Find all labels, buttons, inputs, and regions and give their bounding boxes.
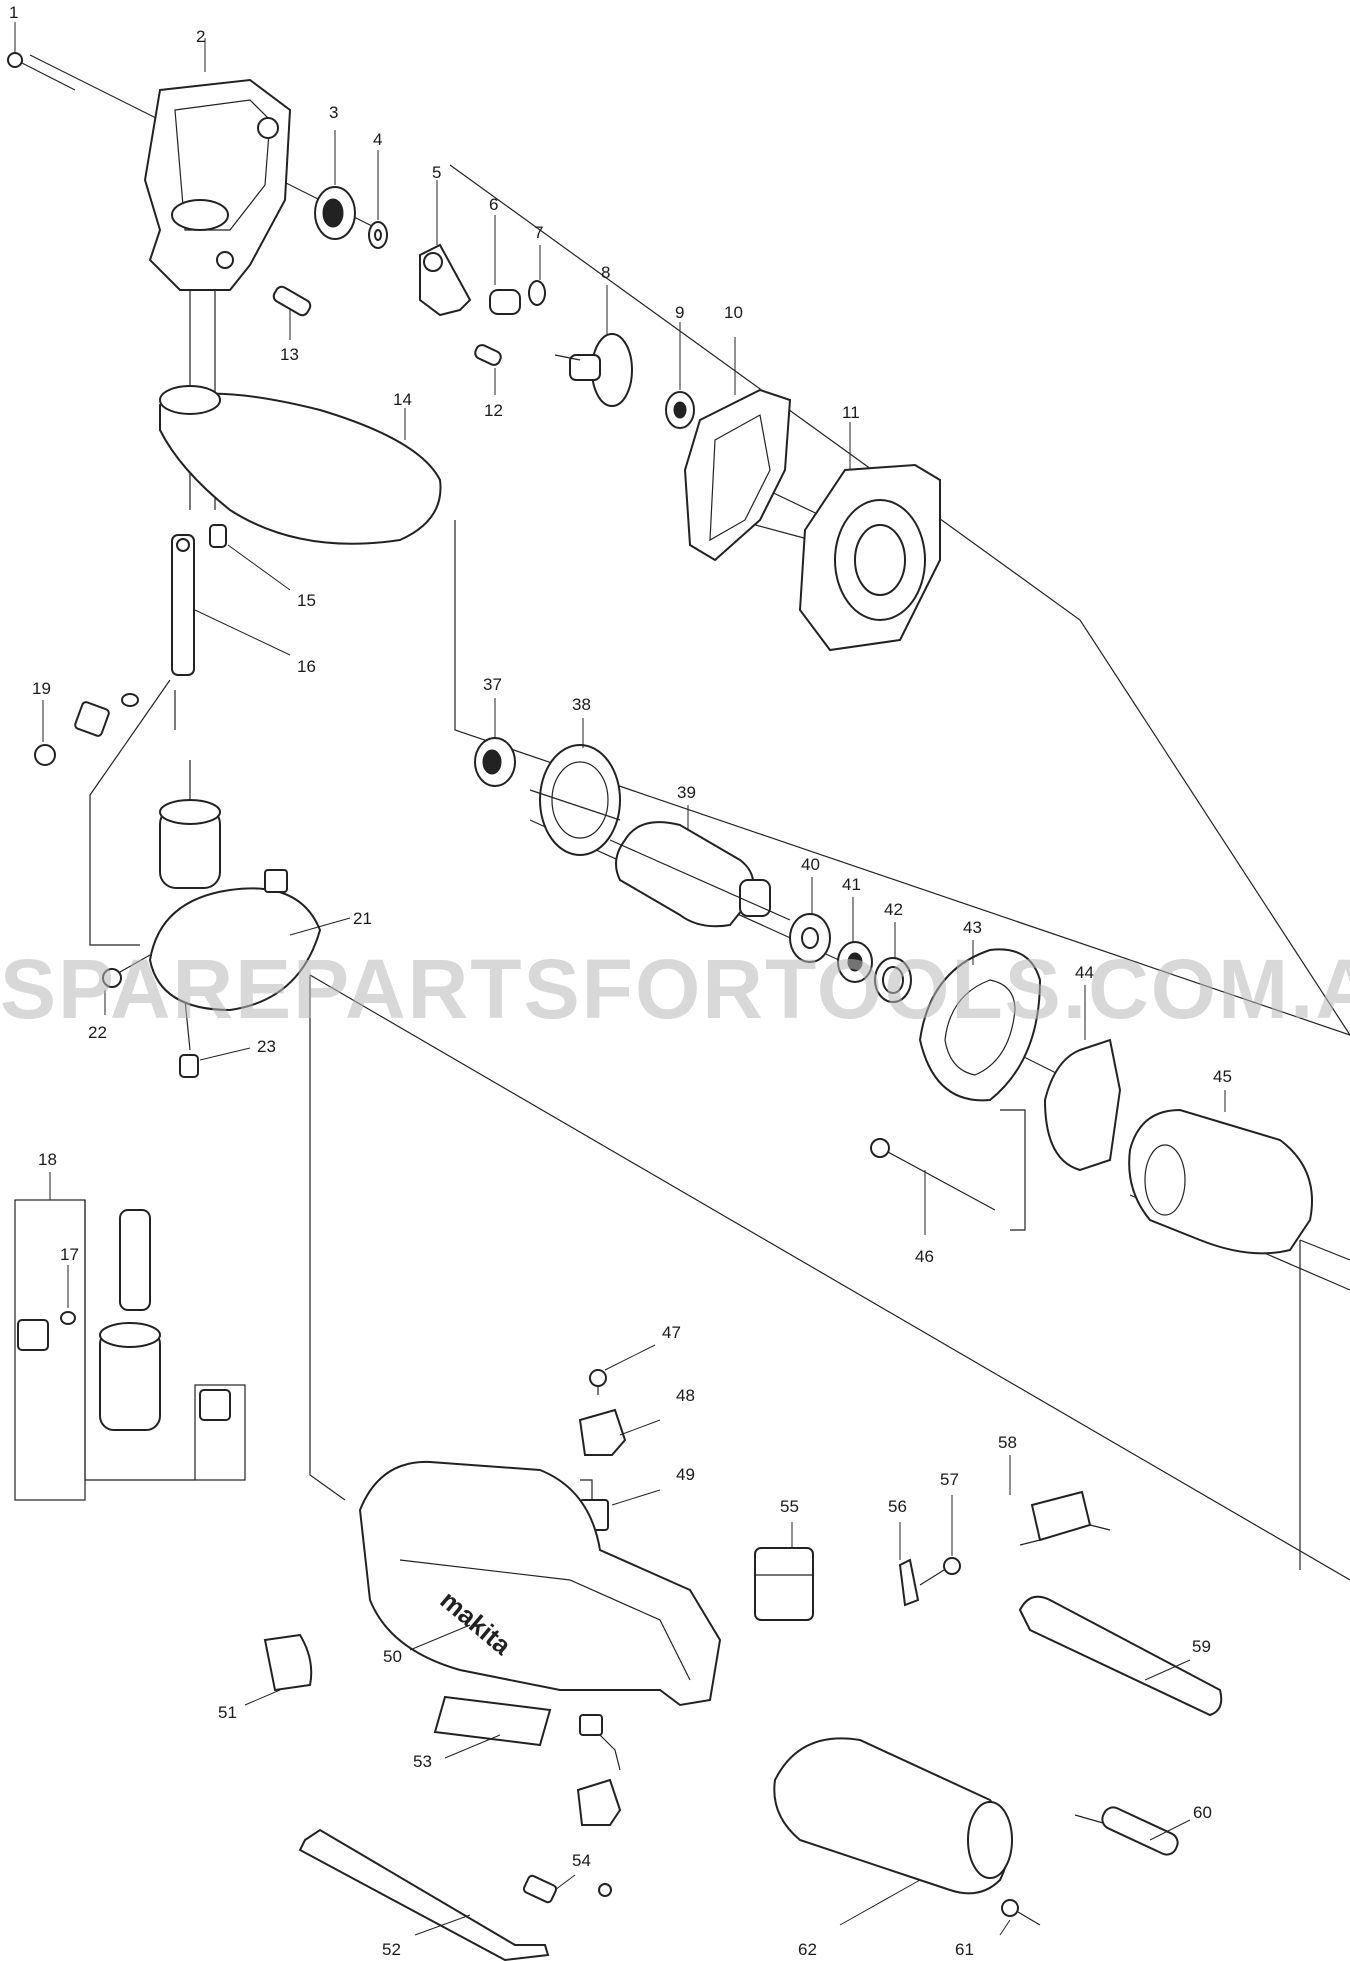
part-label-44: 44	[1075, 963, 1094, 982]
part-9-bearing	[665, 322, 695, 429]
part-label-61: 61	[955, 1940, 974, 1959]
part-label-54: 54	[572, 1851, 591, 1870]
part-48-brush-holder-cap	[578, 1408, 661, 1456]
part-label-58: 58	[998, 1433, 1017, 1452]
part-3-bearing	[314, 130, 356, 240]
part-6-needle-bearing	[489, 215, 521, 315]
part-50-motor-housing: makita	[358, 1460, 722, 1707]
part-47-screw	[589, 1344, 656, 1395]
part-51-switch-button	[244, 1633, 313, 1706]
part-label-13: 13	[280, 345, 299, 364]
part-label-40: 40	[801, 855, 820, 874]
part-label-50: 50	[383, 1647, 402, 1666]
part-label-22: 22	[88, 1023, 107, 1042]
part-61-screw	[999, 1899, 1041, 1936]
part-label-56: 56	[888, 1497, 907, 1516]
part-label-2: 2	[196, 27, 205, 46]
part-45-field-stator	[1128, 1090, 1313, 1255]
part-56-terminal	[898, 1522, 920, 1607]
part-label-53: 53	[413, 1752, 432, 1771]
part-42-insulation-washer	[874, 922, 912, 1003]
part-label-15: 15	[297, 591, 316, 610]
part-label-39: 39	[677, 783, 696, 802]
part-label-55: 55	[780, 1497, 799, 1516]
watermark: SPAREPARTSFORTOOLS.COM.AU	[0, 942, 1350, 1036]
part-41-bearing	[837, 897, 873, 983]
part-44-brush-holder	[1043, 985, 1122, 1172]
part-carbon-brush-lower	[576, 1714, 622, 1826]
part-label-1: 1	[9, 3, 18, 22]
part-label-12: 12	[484, 401, 503, 420]
part-22-screw	[102, 954, 151, 1015]
part-13-bolt	[272, 285, 312, 340]
part-59-strain-relief	[1018, 1595, 1223, 1717]
part-18-assembly-kit	[14, 1172, 246, 1501]
part-43-baffle-plate	[918, 940, 1042, 1102]
part-15-screw	[209, 524, 291, 591]
part-label-60: 60	[1193, 1803, 1212, 1822]
part-label-7: 7	[534, 223, 543, 242]
part-label-41: 41	[842, 875, 861, 894]
part-label-3: 3	[329, 103, 338, 122]
part-label-6: 6	[489, 195, 498, 214]
part-2-gear-housing	[143, 38, 292, 291]
part-7-washer	[528, 245, 546, 306]
part-60-cord-guard	[1074, 1806, 1191, 1856]
part-38-gear	[529, 718, 621, 856]
part-19-screw-nut	[34, 693, 139, 766]
part-16-shaft	[171, 534, 291, 676]
part-label-5: 5	[432, 163, 441, 182]
part-label-8: 8	[601, 263, 610, 282]
part-label-57: 57	[940, 1470, 959, 1489]
part-55-switch	[754, 1522, 814, 1621]
part-4-washer	[368, 150, 388, 249]
part-label-16: 16	[297, 657, 316, 676]
part-23-set-screw	[179, 1047, 251, 1078]
part-58-noise-suppressor	[1009, 1455, 1111, 1546]
part-label-59: 59	[1192, 1637, 1211, 1656]
part-label-51: 51	[218, 1703, 237, 1722]
part-label-23: 23	[257, 1037, 276, 1056]
part-52-switch-lever	[298, 1828, 550, 1961]
part-label-14: 14	[393, 390, 412, 409]
part-53-label-plate	[433, 1695, 552, 1759]
part-40-bearing	[789, 877, 831, 963]
part-10-gasket	[683, 337, 792, 562]
part-label-21: 21	[353, 909, 372, 928]
part-21-blade-holder	[148, 799, 351, 1012]
part-label-18: 18	[38, 1150, 57, 1169]
part-62-rear-cover	[773, 1737, 1013, 1926]
part-label-19: 19	[32, 679, 51, 698]
part-label-48: 48	[676, 1386, 695, 1405]
part-12-pin	[474, 344, 502, 395]
part-label-62: 62	[798, 1940, 817, 1959]
part-label-4: 4	[373, 130, 382, 149]
part-label-49: 49	[676, 1465, 695, 1484]
part-label-9: 9	[675, 303, 684, 322]
part-8-spiral-bevel-gear	[554, 285, 633, 407]
part-46-long-screw	[870, 1138, 996, 1235]
part-39-armature	[609, 805, 791, 928]
part-labels: 1 2 3 4 5 6 7 8 9 10 11 12 13 14 15 16 1…	[9, 3, 1232, 1959]
part-label-17: 17	[60, 1245, 79, 1264]
part-label-45: 45	[1213, 1067, 1232, 1086]
part-label-10: 10	[724, 303, 743, 322]
part-label-43: 43	[963, 918, 982, 937]
part-5-eccentric-arm	[419, 180, 472, 317]
part-label-52: 52	[382, 1940, 401, 1959]
part-label-11: 11	[842, 403, 860, 422]
part-54-spring	[522, 1874, 612, 1904]
part-label-46: 46	[915, 1247, 934, 1266]
part-37-bearing	[474, 698, 516, 787]
part-57-screw	[919, 1495, 961, 1586]
part-label-37: 37	[483, 675, 502, 694]
part-label-42: 42	[884, 900, 903, 919]
part-14-blade-guard-plate	[159, 385, 442, 545]
part-label-38: 38	[572, 695, 591, 714]
part-1-screw	[7, 22, 76, 91]
part-label-47: 47	[662, 1323, 681, 1342]
part-11-bearing-box	[798, 422, 941, 652]
